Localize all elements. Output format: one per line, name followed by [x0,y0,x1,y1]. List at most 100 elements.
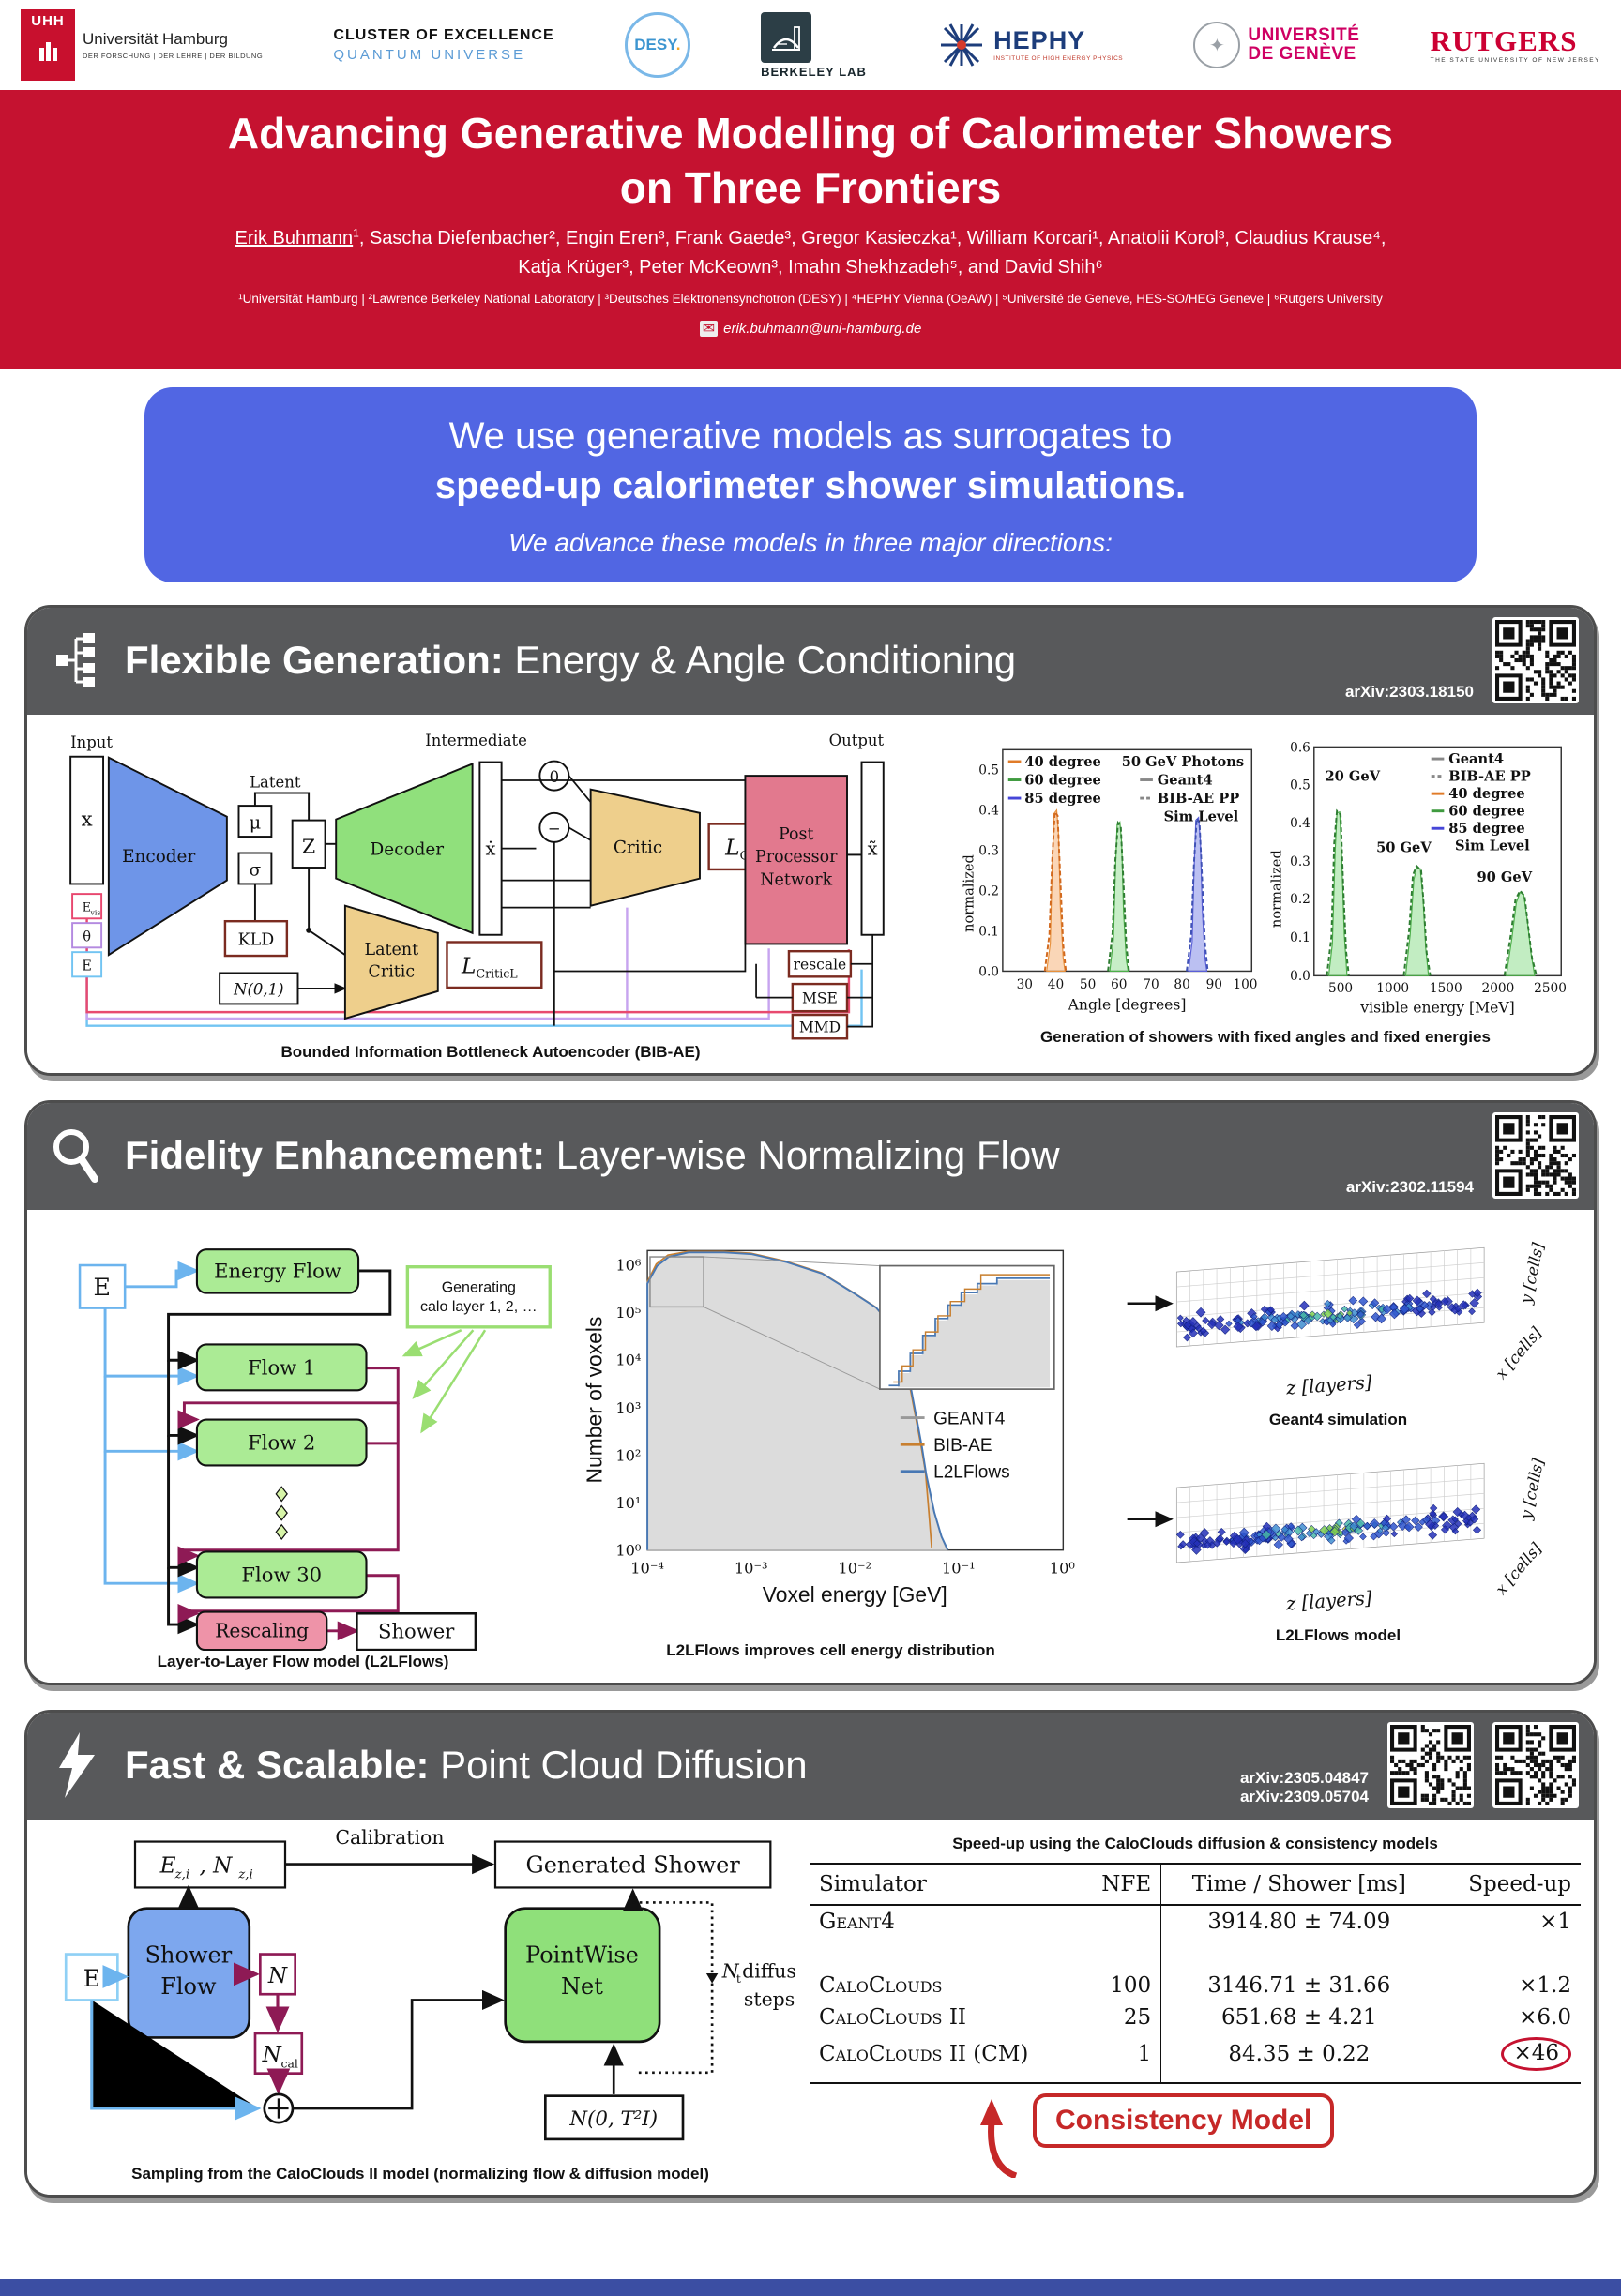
axis-tick-label: 0.3 [978,843,999,858]
axis-tick-label: 50 [1080,976,1096,991]
magnifier-icon [46,1125,106,1186]
x-axis-label: visible energy [MeV] [1359,999,1514,1016]
x-axis-label: x [cells] [1492,1539,1545,1598]
legend-sim-level: Sim Level [1455,838,1530,853]
legend-85deg: 85 degree [1024,790,1101,806]
zero-circle: 0 [550,767,559,785]
axis-tick-label: 10⁶ [615,1256,641,1274]
rutgers-logo: RUTGERS THE STATE UNIVERSITY OF NEW JERS… [1431,26,1600,64]
axis-tick-label: 10⁻² [838,1559,871,1577]
table-spacer-row [810,1937,1581,1970]
rescale-box: rescale [794,956,847,973]
email-icon: ✉ [699,320,719,337]
desy-logo: DESY. [624,12,690,78]
section3-title: Fast & Scalable: Point Cloud Diffusion [125,1742,808,1787]
y-axis-label: y [cells] [1516,1240,1547,1306]
section1-title: Flexible Generation: Energy & Angle Cond… [125,637,1017,682]
axis-tick-label: 60 [1111,976,1127,991]
axis-tick-label: 10⁰ [1050,1559,1076,1577]
l2lflows-shower-3d: z [layers] y [cells] x [cells] [1127,1456,1547,1614]
berkeley-lab-logo: BERKELEY LAB [761,11,867,79]
geant4-shower-3d: z [layers] y [cells] x [cells] [1127,1240,1547,1398]
y-axis-label: normalized [962,854,977,932]
nt-diffusion-label: N [721,1959,740,1982]
svg-text:cal: cal [281,2056,298,2070]
legend-bibae-pp: BIB-AE PP [1448,768,1531,784]
intro-line1: We use generative models as surrogates t… [448,415,1173,457]
svg-text:Net: Net [561,1973,603,2000]
red-arrow-icon [980,2098,1018,2178]
svg-text:calo layer 1, 2, …: calo layer 1, 2, … [420,1297,538,1314]
castle-icon [38,42,57,61]
intro-statement-card: We use generative models as surrogates t… [144,386,1477,582]
section3-qr-code-2 [1492,1721,1579,1808]
axis-tick-label: 0.1 [1290,930,1310,945]
geant4-shower-caption: Geant4 simulation [1268,1410,1408,1428]
energy-flow-block: Energy Flow [214,1259,341,1282]
hephy-sub: INSTITUTE OF HIGH ENERGY PHYSICS [993,55,1124,62]
bibae-caption: Bounded Information Bottleneck Autoencod… [280,1042,701,1061]
z-box: Z [302,835,315,857]
section1-qr-code [1492,616,1579,703]
legend-photons: 50 GeV Photons [1122,753,1244,769]
caloclouds-diagram: E z,i , N z,i Calibration Generated Show… [64,1829,795,2140]
label-output: Output [829,732,885,749]
svg-text:t: t [736,1971,741,1985]
annotation-20gev: 20 GeV [1325,768,1380,784]
legend-40deg: 40 degree [1448,786,1525,802]
bibae-diagram: Input Intermediate Output Latent x E vis… [69,732,885,1039]
section3-header: Fast & Scalable: Point Cloud Diffusion a… [27,1712,1594,1820]
z-axis-label: z [layers] [1284,1587,1372,1614]
quantum-universe-logo: CLUSTER OF EXCELLENCE QUANTUM UNIVERSE [333,27,553,63]
mse-box: MSE [802,989,838,1006]
section-fidelity-enhancement: Fidelity Enhancement: Layer-wise Normali… [24,1099,1597,1685]
axis-tick-label: 10⁴ [615,1351,641,1368]
l2lflows-caption: Layer-to-Layer Flow model (L2LFlows) [157,1652,449,1670]
x-axis-label: Angle [degrees] [1068,996,1187,1013]
annotation-50gev: 50 GeV [1376,839,1432,855]
intro-line3: We advance these models in three major d… [508,527,1113,557]
axis-tick-label: 1000 [1376,980,1409,995]
network-icon [46,631,106,689]
section2-header: Fidelity Enhancement: Layer-wise Normali… [27,1102,1594,1210]
l-criticl-label: CriticL [476,966,518,980]
axis-tick-label: 0.2 [978,884,999,899]
caloclouds-caption: Sampling from the CaloClouds II model (n… [131,2164,709,2183]
minus-circle: − [548,820,561,838]
axis-tick-label: 40 [1048,976,1064,991]
noise-box: N(0, T²I) [568,2107,658,2130]
mu-box: μ [250,811,262,833]
unige-line2: DE GENÈVE [1248,44,1356,64]
table-row-highlight: CaloClouds II (CM) 1 84.35 ± 0.22 ×46 [810,2032,1581,2084]
flow30-block: Flow 30 [241,1563,322,1586]
email-address: erik.buhmann@uni-hamburg.de [723,320,922,337]
legend-bibae: BIB-AE [933,1435,992,1455]
ezi-box: E [159,1853,176,1878]
axis-tick-label: 10⁰ [615,1541,642,1559]
rescaling-block: Rescaling [215,1619,309,1641]
speedup-table-title: Speed-up using the CaloClouds diffusion … [952,1834,1438,1852]
axis-tick-label: 30 [1017,976,1033,991]
label-latent: Latent [250,773,301,791]
box-e: E [82,959,92,974]
section2-arxiv: arXiv:2302.11594 [1345,1177,1474,1196]
legend-geant4: Geant4 [1448,750,1504,766]
shower-scatter [1176,1288,1482,1341]
calibration-label: Calibration [335,1829,444,1849]
flow1-block: Flow 1 [248,1355,315,1379]
section1-body: Input Intermediate Output Latent x E vis… [27,714,1594,1073]
col-nfe: NFE [1079,1862,1161,1906]
svg-text:z,i: z,i [237,1867,253,1881]
energy-histogram: 20 GeV 50 GeV 90 GeV Geant4 BIB-AE PP 40… [1269,740,1567,1016]
uhh-abbr: UHH [31,13,65,29]
axis-tick-label: 0.0 [1290,969,1310,984]
wireframe-grid [1175,1246,1484,1347]
z-axis-label: z [layers] [1284,1371,1372,1398]
col-simulator: Simulator [810,1862,1080,1906]
l2lflows-diagram: E Energy Flow Flow 1 Flow 2 Flow 30 Resc… [78,1247,552,1651]
e-box: E [93,1274,110,1301]
uhh-logo-icon: UHH [21,9,75,81]
section2-title: Fidelity Enhancement: Layer-wise Normali… [125,1132,1060,1177]
axis-tick-label: 80 [1174,976,1189,991]
critic-block: Critic [614,838,662,857]
